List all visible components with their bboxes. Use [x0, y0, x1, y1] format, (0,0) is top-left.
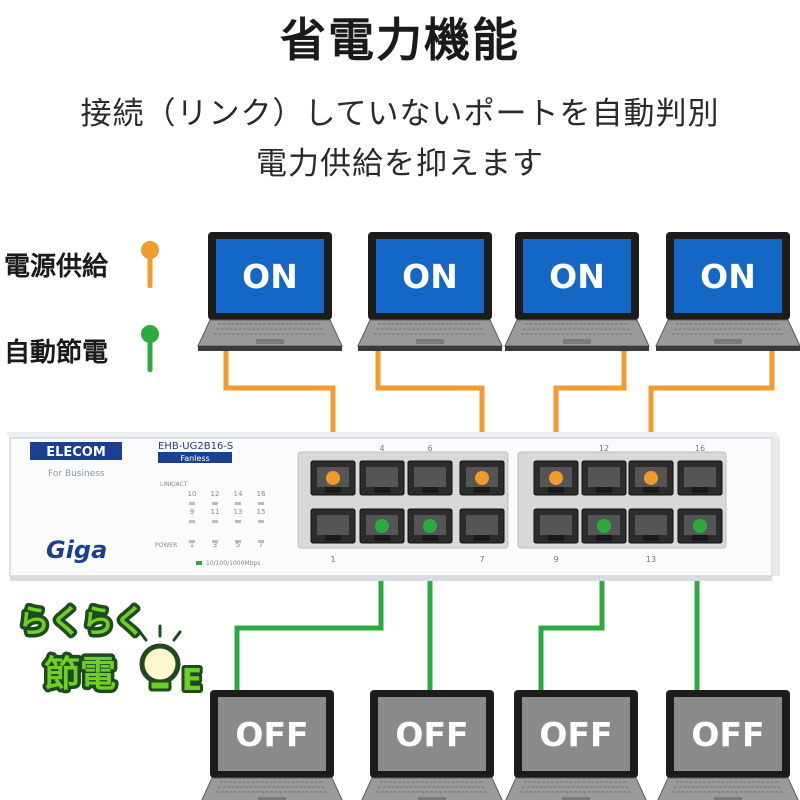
led-number-label: 9	[190, 508, 194, 516]
ethernet-port	[677, 460, 723, 496]
page-title: 省電力機能	[280, 13, 520, 67]
ethernet-port	[310, 508, 356, 544]
ethernet-port	[459, 508, 505, 544]
led-number-label: 5	[236, 541, 240, 549]
led-number-label: 14	[234, 490, 243, 498]
led-number-label: 7	[259, 541, 263, 549]
laptop-status-label: OFF	[691, 715, 764, 754]
laptop-screen	[522, 697, 630, 771]
port-number-label: 7	[479, 555, 484, 564]
laptop-off-3: OFF	[505, 690, 647, 800]
laptop-off-4: OFF	[657, 690, 799, 800]
port-number-label: 16	[695, 444, 705, 453]
led-number-label: 13	[234, 508, 243, 516]
led-number-label: 15	[257, 508, 266, 516]
giga-logo: Giga	[46, 536, 107, 564]
fanless-text: Fanless	[180, 454, 209, 463]
ethernet-port	[581, 508, 627, 544]
ethernet-port	[407, 508, 453, 544]
laptop-status-label: OFF	[235, 715, 308, 754]
ethernet-port	[677, 508, 723, 544]
led-number-label: 16	[257, 490, 266, 498]
laptop-screen	[216, 239, 324, 313]
green-pin-icon	[141, 325, 159, 372]
link-act-label: LINK/ACT	[160, 481, 188, 488]
port-number-label: 12	[599, 444, 609, 453]
laptop-status-label: OFF	[395, 715, 468, 754]
badge-letter: E	[182, 663, 203, 698]
connection-dot	[326, 471, 340, 485]
subtitle-line-2: 電力供給を抑えます	[256, 146, 544, 182]
speed-label: 10/100/1000Mbps	[206, 560, 260, 567]
laptop-off-2: OFF	[361, 690, 503, 800]
connection-dot	[693, 519, 707, 533]
laptop-on-4: ON	[655, 232, 800, 351]
laptop-on-1: ON	[197, 232, 343, 351]
legend-auto-save-label: 自動節電	[4, 338, 109, 368]
laptop-status-label: ON	[402, 257, 458, 296]
laptop-screen	[378, 697, 486, 771]
ethernet-port	[581, 460, 627, 496]
network-switch: ELECOM For Business Giga EHB-UG2B16-S Fa…	[6, 432, 780, 581]
laptop-on-2: ON	[357, 232, 503, 351]
laptop-status-label: OFF	[539, 715, 612, 754]
laptop-screen	[376, 239, 484, 313]
ethernet-port	[359, 460, 405, 496]
ethernet-port	[310, 460, 356, 496]
badge-line-1: らくらく	[18, 602, 146, 640]
badge-line-2: 節電	[44, 654, 116, 695]
laptop-screen	[674, 239, 782, 313]
ethernet-port	[628, 460, 674, 496]
easy-power-saving-badge: らくらく 節電 E	[14, 599, 205, 702]
laptop-off-1: OFF	[201, 690, 343, 800]
bulb-icon	[138, 624, 182, 692]
power-label: POWER	[155, 542, 177, 549]
ethernet-port	[407, 460, 453, 496]
brand-text: ELECOM	[46, 445, 106, 460]
laptop-screen	[674, 697, 782, 771]
ethernet-port	[533, 460, 579, 496]
ethernet-port	[628, 508, 674, 544]
ethernet-port	[533, 508, 579, 544]
brand-logo	[30, 442, 122, 460]
port-number-label: 9	[553, 555, 558, 564]
connection-dot	[475, 471, 489, 485]
ethernet-port	[359, 508, 405, 544]
led-number-label: 3	[213, 541, 217, 549]
laptop-status-label: ON	[700, 257, 756, 296]
port-number-label: 6	[427, 444, 432, 453]
model-text: EHB-UG2B16-S	[158, 441, 233, 452]
port-number-label: 13	[646, 555, 656, 564]
laptop-status-label: ON	[549, 257, 605, 296]
legend-power-supply-label: 電源供給	[4, 252, 109, 282]
led-number-label: 12	[211, 490, 220, 498]
subtitle-line-1: 接続（リンク）していないポートを自動判別	[80, 96, 720, 132]
led-number-label: 10	[188, 490, 197, 498]
connection-dot	[597, 519, 611, 533]
port-number-label: 4	[379, 444, 384, 453]
laptop-status-label: ON	[242, 257, 298, 296]
connection-dot	[549, 471, 563, 485]
led-number-label: 11	[211, 508, 220, 516]
ethernet-port	[459, 460, 505, 496]
connection-dot	[375, 519, 389, 533]
laptop-screen	[523, 239, 631, 313]
led-number-label: 1	[190, 541, 194, 549]
laptop-screen	[218, 697, 326, 771]
port-number-label: 1	[330, 555, 335, 564]
for-business-text: For Business	[48, 469, 105, 479]
connection-dot	[644, 471, 658, 485]
orange-pin-icon	[141, 241, 159, 288]
connection-dot	[423, 519, 437, 533]
laptop-on-3: ON	[504, 232, 650, 351]
